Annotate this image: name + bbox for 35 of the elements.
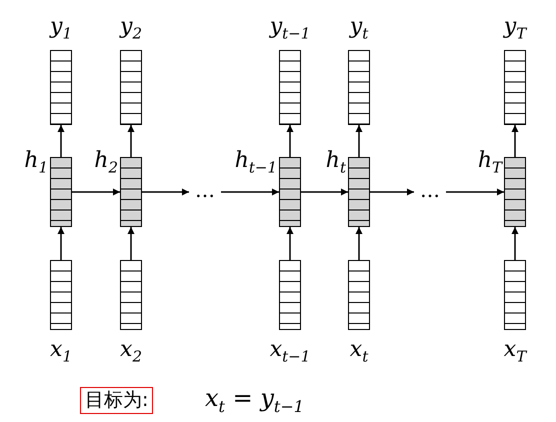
variable-label: x$_{1}$ [50, 339, 72, 364]
goal-label: 目标为: [80, 387, 154, 414]
variable-label: x$_{T}$ [504, 339, 526, 364]
arrow [72, 188, 120, 196]
variable-label: y$_{t−1}$ [270, 16, 310, 41]
variable-label: h$_{2}$ [94, 150, 118, 176]
variable-label: h$_{T}$ [478, 150, 502, 176]
arrow [142, 188, 189, 196]
variable-label: x$_{2}$ [120, 339, 142, 364]
arrow [128, 125, 134, 157]
arrow [356, 227, 362, 260]
ellipsis: … [195, 180, 215, 200]
variable-label: h$_{1}$ [24, 150, 48, 176]
arrow [286, 227, 294, 260]
variable-label: y$_{t}$ [350, 16, 368, 41]
arrow [58, 125, 64, 157]
variable-label: y$_{2}$ [120, 16, 142, 41]
arrow [356, 125, 362, 157]
equation: x$_{t}$ = y$_{t−1}$ [205, 384, 304, 416]
ellipsis: … [420, 180, 440, 200]
arrow [58, 227, 64, 260]
arrow [446, 188, 504, 196]
arrow [221, 188, 279, 196]
arrow [301, 188, 348, 196]
variable-label: h$_{t−1}$ [234, 150, 277, 176]
variable-label: y$_{T}$ [504, 16, 526, 41]
variable-label: h$_{t}$ [326, 150, 346, 176]
arrow [370, 188, 414, 196]
variable-label: x$_{t−1}$ [270, 339, 310, 364]
arrow [128, 227, 134, 260]
variable-label: y$_{1}$ [50, 16, 72, 41]
arrow [512, 125, 518, 157]
arrow [286, 125, 294, 157]
arrow [512, 227, 518, 260]
variable-label: x$_{t}$ [350, 339, 368, 364]
